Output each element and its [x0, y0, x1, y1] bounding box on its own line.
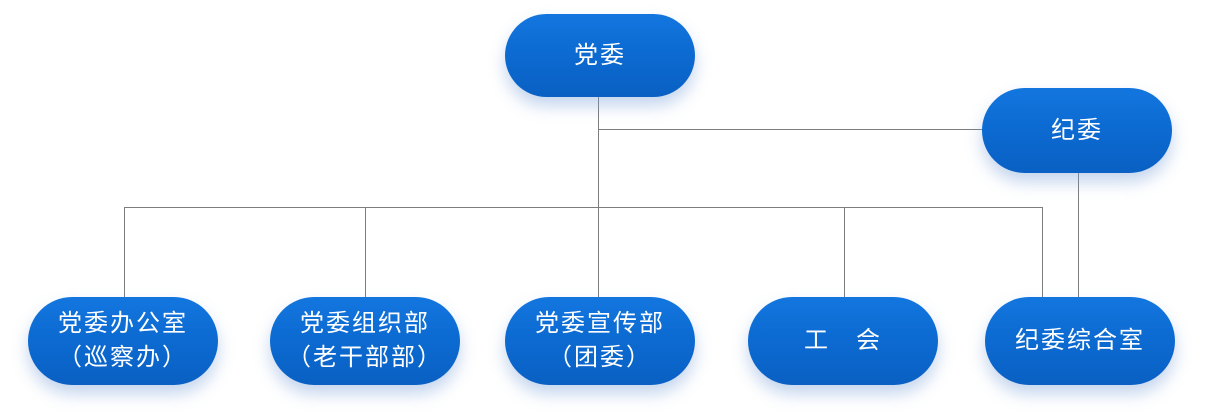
connector-party-committee-stem — [598, 97, 599, 297]
org-node-label-line1: 党委办公室 — [58, 311, 188, 337]
org-node-label: 纪委 — [1051, 117, 1103, 144]
org-node-label-line1: 党委宣传部 — [535, 311, 665, 337]
connector-drop-organization-dept — [365, 207, 366, 297]
org-node-label: 纪委综合室 — [1015, 328, 1145, 354]
org-node-publicity-dept: 党委宣传部 （团委） — [505, 297, 695, 385]
org-node-label-line2: （团委） — [548, 345, 652, 371]
org-node-party-committee: 党委 — [505, 14, 695, 97]
connector-children-rail — [124, 207, 1043, 208]
org-node-organization-dept: 党委组织部 （老干部部） — [270, 297, 460, 385]
org-node-party-office: 党委办公室 （巡察办） — [28, 297, 218, 385]
org-node-label-line1: 党委组织部 — [300, 311, 430, 337]
connector-to-discipline-committee — [598, 129, 982, 130]
org-node-label-line2: （巡察办） — [58, 345, 188, 371]
connector-drop-party-office — [124, 207, 125, 297]
org-node-label: 工 会 — [804, 328, 882, 354]
org-node-label-line2: （老干部部） — [287, 345, 443, 371]
connector-drop-discipline-office — [1042, 207, 1043, 297]
connector-discipline-committee-drop — [1078, 173, 1079, 297]
org-node-discipline-office: 纪委综合室 — [985, 297, 1175, 385]
org-node-labor-union: 工 会 — [748, 297, 938, 385]
connector-drop-labor-union — [844, 207, 845, 297]
org-node-label: 党委 — [574, 42, 626, 69]
org-node-discipline-committee: 纪委 — [982, 88, 1172, 173]
